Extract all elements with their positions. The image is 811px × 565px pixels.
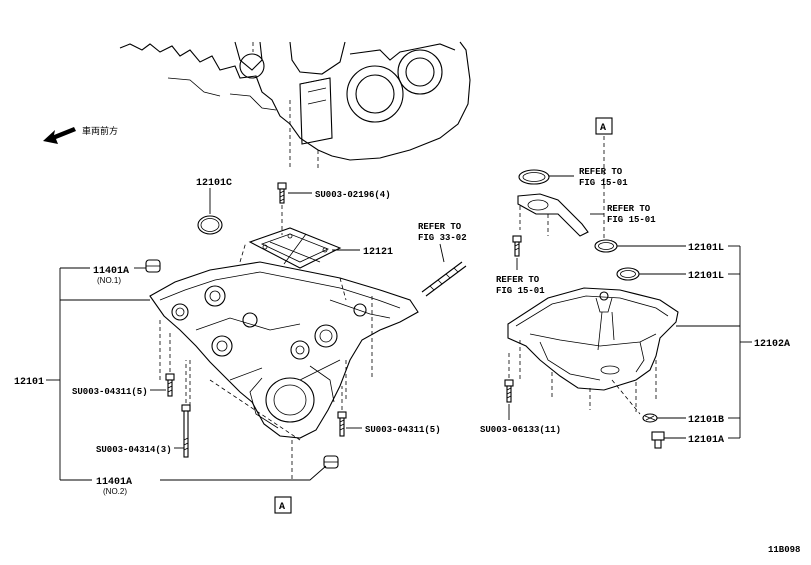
gasket-12101l-upper: 12101L: [594, 239, 724, 254]
label-12101a: 12101A: [688, 435, 724, 446]
o-ring-refer: REFER TO FIG 15-01: [518, 167, 628, 188]
gasket-12101l-lower: 12101L: [616, 267, 724, 282]
refer-fig15-b-line1: REFER TO: [607, 204, 651, 214]
bolt-refer-fig15: REFER TO FIG 15-01: [496, 235, 545, 296]
label-12101c: 12101C: [196, 178, 232, 189]
bolt-su003-02196: SU003-02196(4): [277, 182, 391, 235]
label-11401a-no1: 11401A: [93, 266, 129, 277]
oil-strainer-refer: REFER TO FIG 15-01: [517, 193, 656, 237]
label-12101l-upper: 12101L: [688, 243, 724, 254]
ref-box-a-bottom-label: A: [279, 502, 285, 513]
front-arrow-icon: [43, 127, 76, 144]
bolt-su003-04314: SU003-04314(3): [96, 360, 191, 458]
label-no1: (NO.1): [97, 276, 121, 285]
label-12102a: 12102A: [754, 339, 790, 350]
gasket-12101c: 12101C: [196, 178, 232, 235]
label-su003-02196: SU003-02196(4): [315, 190, 391, 200]
label-su003-04314: SU003-04314(3): [96, 445, 172, 455]
refer-fig15-b-line2: FIG 15-01: [607, 215, 656, 225]
label-11401a-no2: 11401A: [96, 477, 132, 488]
refer-fig15-c-line1: REFER TO: [496, 275, 540, 285]
label-su003-04311-left: SU003-04311(5): [72, 387, 148, 397]
label-12101b: 12101B: [688, 415, 724, 426]
label-su003-06133: SU003-06133(11): [480, 425, 561, 435]
gasket-12101b: 12101B: [642, 413, 724, 426]
ref-box-a-top-label: A: [600, 123, 606, 134]
stud-bolt-fig33: REFER TO FIG 33-02: [418, 222, 467, 297]
label-12101: 12101: [14, 377, 44, 388]
refer-fig33-line1: REFER TO: [418, 222, 462, 232]
label-12121: 12121: [363, 247, 393, 258]
plug-11401a-no1: 11401A (NO.1): [93, 259, 161, 285]
refer-fig33-line2: FIG 33-02: [418, 233, 467, 243]
lower-oil-pan-12102a: 12102A: [507, 245, 790, 439]
engine-block-drawing: [119, 41, 471, 170]
plug-11401a-no2: 11401A (NO.2): [96, 455, 339, 496]
drain-plug-12101a: 12101A: [651, 431, 724, 449]
refer-fig15-a-line1: REFER TO: [579, 167, 623, 177]
bolt-su003-04311-right: SU003-04311(5): [337, 386, 441, 437]
ref-box-a-bottom: A: [274, 496, 292, 514]
refer-fig15-c-line2: FIG 15-01: [496, 286, 545, 296]
bolt-su003-04311-left: SU003-04311(5): [72, 330, 175, 397]
label-12101l-lower: 12101L: [688, 271, 724, 282]
label-no2: (NO.2): [103, 487, 127, 496]
bolt-su003-06133: SU003-06133(11): [480, 350, 561, 435]
vehicle-front-arrow: 車両前方: [43, 125, 118, 144]
diagram-code: 11B098: [768, 545, 800, 555]
label-su003-04311-right: SU003-04311(5): [365, 425, 441, 435]
cover-plate-12121: 12121: [248, 227, 393, 269]
upper-oil-pan-12101: [149, 241, 419, 480]
callout-12101: 12101: [14, 267, 150, 481]
direction-label: 車両前方: [82, 125, 118, 137]
refer-fig15-a-line2: FIG 15-01: [579, 178, 628, 188]
ref-box-a-top: A: [595, 117, 613, 240]
